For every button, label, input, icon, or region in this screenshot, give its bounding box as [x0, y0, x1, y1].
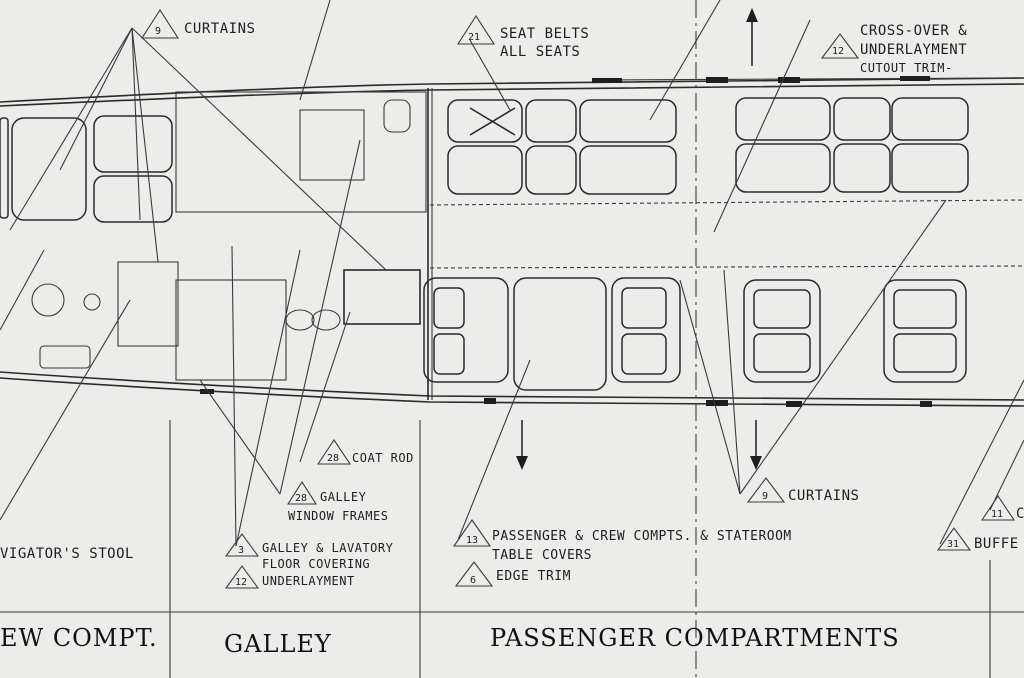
callout-num-curtains-top: 9 [155, 26, 161, 37]
label-table-covers-line1: PASSENGER & CREW COMPTS. & STATEROOM [492, 529, 792, 544]
lower-seat-block-2 [743, 279, 967, 383]
label-crossover-line1: CROSS-OVER & [860, 23, 967, 39]
label-buffet: BUFFE [974, 536, 1019, 552]
upper-seat-block-1 [447, 99, 677, 195]
lower-seat-block-1 [423, 277, 681, 391]
leader-lines [0, 0, 1024, 547]
section-passenger-title: PASSENGER COMPARTMENTS [490, 624, 900, 652]
callout-num-right-edge: 11 [991, 509, 1003, 520]
fuselage-outline [0, 77, 1024, 407]
label-seat-belts-line2: ALL SEATS [500, 44, 580, 60]
label-galley-underlay: UNDERLAYMENT [262, 574, 355, 588]
crew-seats [0, 115, 173, 223]
label-galley-floor-line2: FLOOR COVERING [262, 557, 370, 571]
label-crossover-line2: UNDERLAYMENT [860, 42, 967, 58]
label-right-edge: C [1016, 506, 1024, 522]
label-curtains-top: CURTAINS [184, 21, 255, 37]
galley-area [31, 91, 427, 381]
label-crossover-line3: CUTOUT TRIM- [860, 61, 953, 75]
callout-num-table-covers: 13 [466, 535, 478, 546]
callout-num-curtains-bottom: 9 [762, 491, 768, 502]
section-galley-title: GALLEY [224, 630, 332, 658]
callout-num-galley-floor: 3 [238, 545, 244, 556]
callout-triangles [140, 8, 1016, 589]
callout-num-crossover: 12 [832, 46, 844, 57]
callout-num-coat-rod: 28 [327, 453, 339, 464]
callout-num-buffet: 31 [947, 539, 959, 550]
label-seat-belts-line1: SEAT BELTS [500, 26, 589, 42]
direction-arrows [516, 8, 762, 470]
label-edge-trim: EDGE TRIM [496, 569, 571, 584]
callout-num-galley-window: 28 [295, 493, 307, 504]
upper-seat-block-2 [735, 97, 969, 193]
label-galley-floor-line1: GALLEY & LAVATORY [262, 541, 394, 555]
callout-num-galley-underlay: 12 [235, 577, 247, 588]
callout-num-edge-trim: 6 [470, 575, 476, 586]
label-curtains-bottom: CURTAINS [788, 488, 859, 504]
label-galley-window-line2: WINDOW FRAMES [288, 509, 388, 523]
label-coat-rod: COAT ROD [352, 451, 414, 465]
section-crew-title: EW COMPT. [0, 624, 158, 652]
callout-num-seat-belts: 21 [468, 32, 480, 43]
window-markers [200, 76, 932, 407]
label-galley-window-line1: GALLEY [320, 490, 367, 504]
label-table-covers-line2: TABLE COVERS [492, 548, 592, 563]
label-navigator-stool: VIGATOR'S STOOL [0, 546, 134, 562]
